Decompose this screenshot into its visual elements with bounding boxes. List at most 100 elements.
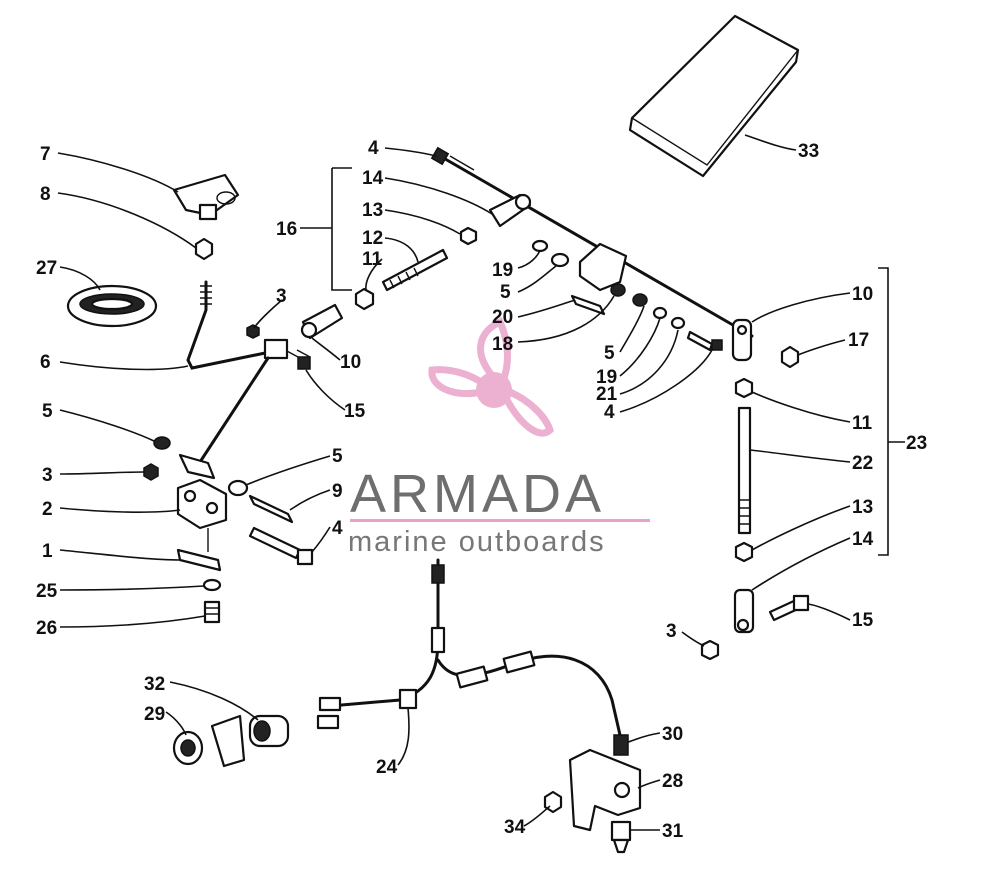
part-15-bolt-right <box>768 594 810 622</box>
part-5-bushing-left <box>153 436 171 450</box>
part-20-pin <box>570 294 606 316</box>
callout-18: 18 <box>492 334 513 355</box>
callout-33: 33 <box>798 141 819 162</box>
callout-4-lower: 4 <box>332 518 343 539</box>
callout-21: 21 <box>596 384 618 405</box>
part-10-clevis-right <box>731 318 753 362</box>
callout-23: 23 <box>906 433 927 454</box>
part-3-nut-lower <box>143 463 159 481</box>
part-27-grommet <box>66 284 158 328</box>
part-25-washer <box>202 578 222 592</box>
callout-15-left: 15 <box>344 401 366 422</box>
callout-2: 2 <box>42 499 53 520</box>
callout-13-right: 13 <box>852 497 873 518</box>
part-15-bolt-left <box>284 349 311 370</box>
callout-10-right: 10 <box>852 284 873 305</box>
callout-5-mid: 5 <box>500 282 511 303</box>
part-12-threaded-rod <box>381 248 449 292</box>
callout-29: 29 <box>144 704 165 725</box>
part-26-screw <box>203 600 221 624</box>
part-4-bolt-mid <box>686 330 723 352</box>
part-5-bushing-right <box>227 479 249 497</box>
part-33-pad <box>628 14 800 178</box>
callout-5-left: 5 <box>42 401 53 422</box>
callout-31: 31 <box>662 821 684 842</box>
leader-lines <box>57 134 905 831</box>
callout-34: 34 <box>504 817 526 838</box>
part-upper-link-rod <box>438 154 754 338</box>
callout-22: 22 <box>852 453 873 474</box>
part-lock-washer <box>210 714 246 768</box>
callout-3-right: 3 <box>666 621 677 642</box>
callout-14-top: 14 <box>362 168 384 189</box>
callout-1: 1 <box>42 541 53 562</box>
callout-13-top: 13 <box>362 200 383 221</box>
brand-tagline: marine outboards <box>348 526 606 558</box>
callout-27: 27 <box>36 258 57 279</box>
parts-drawing <box>66 14 810 854</box>
callout-11-right: 11 <box>852 413 873 434</box>
callout-numbers: 4 14 33 7 13 16 12 8 11 19 27 5 3 10 17 … <box>36 138 927 842</box>
part-5-bushing-mid <box>550 252 570 268</box>
part-19-washer-mid <box>652 306 668 320</box>
part-7-knob <box>172 173 240 221</box>
callout-3-lower: 3 <box>42 465 53 486</box>
part-14-rod-end-right <box>733 588 755 634</box>
part-17-nut <box>780 345 800 369</box>
part-13-nut-right <box>734 541 754 563</box>
part-11-nut-right <box>734 377 754 399</box>
callout-6: 6 <box>40 352 51 373</box>
brand-name: ARMADA <box>350 464 605 524</box>
callout-4-top: 4 <box>368 138 379 159</box>
callout-30: 30 <box>662 724 683 745</box>
callout-5-mid2: 5 <box>604 343 615 364</box>
part-13-nut-top <box>459 226 478 246</box>
callout-32: 32 <box>144 674 165 695</box>
part-14-rod-end-top <box>488 193 532 228</box>
callout-28: 28 <box>662 771 683 792</box>
propeller-icon <box>428 317 555 437</box>
part-lever-hub <box>178 453 216 480</box>
part-9-sleeve <box>248 494 294 524</box>
part-3-nut-right <box>700 639 720 661</box>
part-6-shift-lever <box>186 280 289 464</box>
callout-15-right: 15 <box>852 610 874 631</box>
callout-12: 12 <box>362 228 383 249</box>
part-24-wire-harness <box>316 558 629 756</box>
callout-16: 16 <box>276 219 297 240</box>
callout-19-top: 19 <box>492 260 513 281</box>
callout-14-right: 14 <box>852 529 874 550</box>
part-32-switch <box>248 714 290 748</box>
part-11-nut-top <box>354 287 375 311</box>
callout-11-top: 11 <box>362 249 383 270</box>
callout-4-mid: 4 <box>604 402 615 423</box>
callout-3-upper: 3 <box>276 286 287 307</box>
part-10-clevis-left <box>300 303 344 340</box>
callout-7: 7 <box>40 144 51 165</box>
part-4-bolt-lower <box>248 526 314 566</box>
part-29-nut <box>172 730 204 766</box>
callout-17: 17 <box>848 330 869 351</box>
brand-divider <box>350 519 650 522</box>
callout-26: 26 <box>36 618 57 639</box>
part-4-bolt-top <box>430 146 475 175</box>
callout-8: 8 <box>40 184 51 205</box>
callout-19-mid: 19 <box>596 367 617 388</box>
callout-20: 20 <box>492 307 513 328</box>
part-1-plate <box>176 528 222 572</box>
part-bracket-mid <box>578 242 628 292</box>
part-2-bracket <box>176 478 228 530</box>
callout-25: 25 <box>36 581 58 602</box>
callout-9: 9 <box>332 481 343 502</box>
part-28-bracket <box>568 748 642 832</box>
callout-24: 24 <box>376 757 398 778</box>
part-18-lever-hub <box>610 283 626 297</box>
armada-logo: ARMADA marine outboards <box>348 317 650 558</box>
part-21-washer <box>670 316 686 330</box>
callout-5-right: 5 <box>332 446 343 467</box>
part-22-rod <box>737 406 752 535</box>
part-3-nut-upper <box>246 324 260 339</box>
part-31-screw <box>610 820 632 854</box>
part-8-nut <box>194 237 214 261</box>
